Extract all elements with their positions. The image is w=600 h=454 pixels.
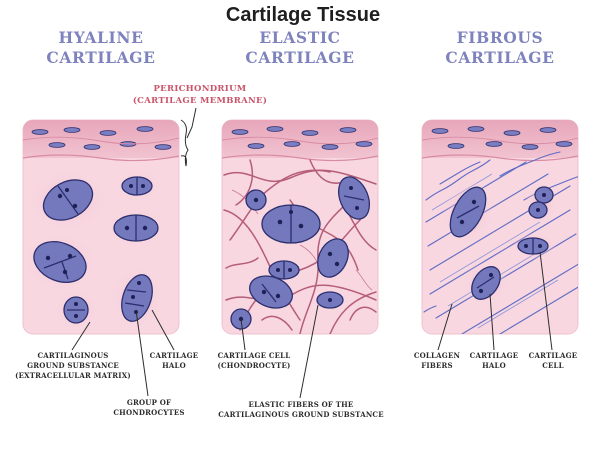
cartilage-cell-label-line2: (CHONDROCYTE) [217,361,290,370]
elastic-chondrocyte [317,238,349,278]
hyaline-heading-line2: CARTILAGE [46,48,155,67]
elastic-fibers [223,159,377,334]
perichondrium-bracket [180,119,189,167]
halo-hyaline-leader [151,309,175,351]
page-title: Cartilage Tissue [226,4,380,26]
ground-substance-label-line1: CARTILAGINOUS [37,351,108,360]
perichondrium-leader [186,107,197,139]
group-chondrocytes-leader [135,309,149,397]
elastic-heading-line1: ELASTIC [259,28,340,47]
labels: CARTILAGINOUS GROUND SUBSTANCE (EXTRACEL… [15,351,577,419]
elastic-heading-line2: CARTILAGE [245,48,354,67]
hyaline-panel [22,119,180,335]
leader-lines [71,107,553,399]
cell-fibrous-leader [539,251,553,351]
fibrous-panel [421,119,579,335]
group-chondrocytes-label-line1: GROUP OF [127,398,171,407]
elastic-panel [221,119,379,335]
elastic-fibers-label-line2: CARTILAGINOUS GROUND SUBSTANCE [218,410,383,419]
hyaline-chondrocyte-group [121,274,153,322]
ground-substance-label-line2: GROUND SUBSTANCE [27,361,119,370]
fibrous-heading-line1: FIBROUS [457,28,544,47]
fibrous-chondrocyte [471,266,501,300]
collagen-fibers-label-line2: FIBERS [421,361,453,370]
ground-substance-label-line3: (EXTRACELLULAR MATRIX) [15,371,131,380]
cartilage-cell-label-line1: CARTILAGE CELL [218,351,291,360]
halo-hyaline-label-line2: HALO [162,361,186,370]
group-chondrocytes-label-line2: CHONDROCYTES [113,408,184,417]
hyaline-heading-line1: HYALINE [58,28,143,47]
cell-fibrous-label-line2: CELL [542,361,564,370]
fibrous-perichondrium [422,120,578,158]
collagen-fibers-label-line1: COLLAGEN [414,351,461,360]
halo-fibrous-label-line1: CARTILAGE [470,351,519,360]
hyaline-perichondrium [23,120,179,158]
fibrous-heading-line2: CARTILAGE [445,48,554,67]
cell-fibrous-label-line1: CARTILAGE [529,351,578,360]
cartilage-cell-leader [240,318,246,351]
halo-fibrous-label-line2: HALO [482,361,506,370]
perichondrium-label-line1: PERICHONDRIUM [153,84,246,94]
elastic-fibers-leader [299,304,319,399]
collagen-fibers-leader [437,303,453,351]
halo-hyaline-label-line1: CARTILAGE [150,351,199,360]
elastic-chondrocyte [249,275,293,309]
perichondrium-label-line2: (CARTILAGE MEMBRANE) [133,95,267,106]
ground-substance-leader [71,321,91,351]
halo-fibrous-leader [489,293,495,351]
elastic-perichondrium [222,120,378,158]
elastic-fibers-label-line1: ELASTIC FIBERS OF THE [249,400,354,409]
